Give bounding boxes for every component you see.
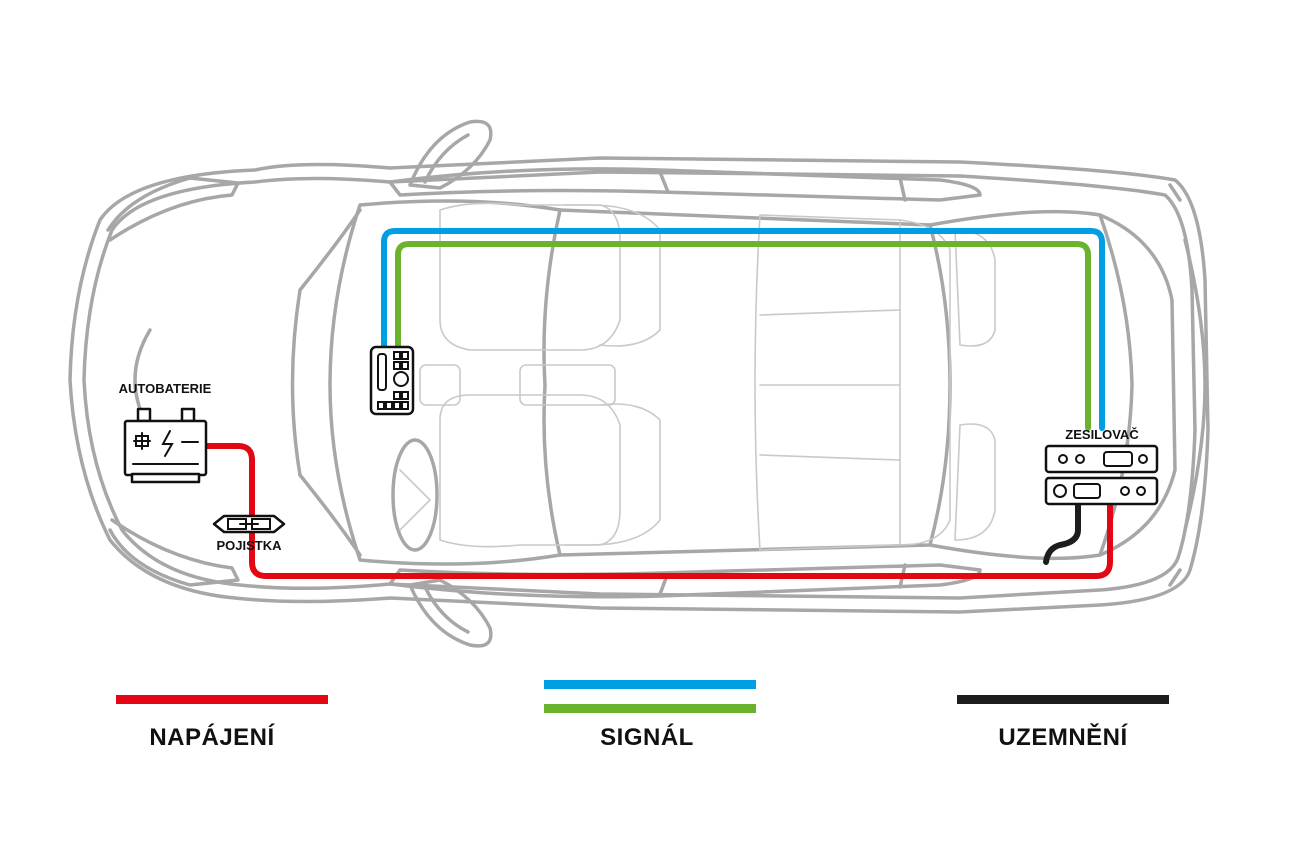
legend-signal-green-line: [544, 704, 756, 713]
head-unit-icon: [369, 345, 415, 416]
car-outline: [68, 119, 1210, 648]
ground-cable: [1043, 500, 1081, 565]
signal-cable-blue: [381, 228, 1105, 431]
signal-cable-green: [395, 241, 1091, 431]
cables: [202, 228, 1113, 579]
amplifier-icon: [1044, 444, 1159, 506]
legend-ground-line: [957, 695, 1169, 704]
power-cable: [202, 443, 255, 518]
legend-ground-label: UZEMNĚNÍ: [998, 724, 1128, 751]
power-cable-main: [249, 499, 1113, 579]
amplifier-label: ZESILOVAČ: [1065, 427, 1139, 442]
legend-power-label: NAPÁJENÍ: [149, 724, 275, 751]
legend-power-line: [116, 695, 328, 704]
fuse-label: POJISTKA: [216, 538, 282, 553]
legend-signal-blue-line: [544, 680, 756, 689]
battery-icon: [123, 407, 208, 484]
car-interior: [391, 202, 996, 552]
legend-signal-label: SIGNÁL: [600, 724, 694, 751]
battery-label: AUTOBATERIE: [119, 381, 212, 396]
fuse-icon: [212, 514, 286, 534]
